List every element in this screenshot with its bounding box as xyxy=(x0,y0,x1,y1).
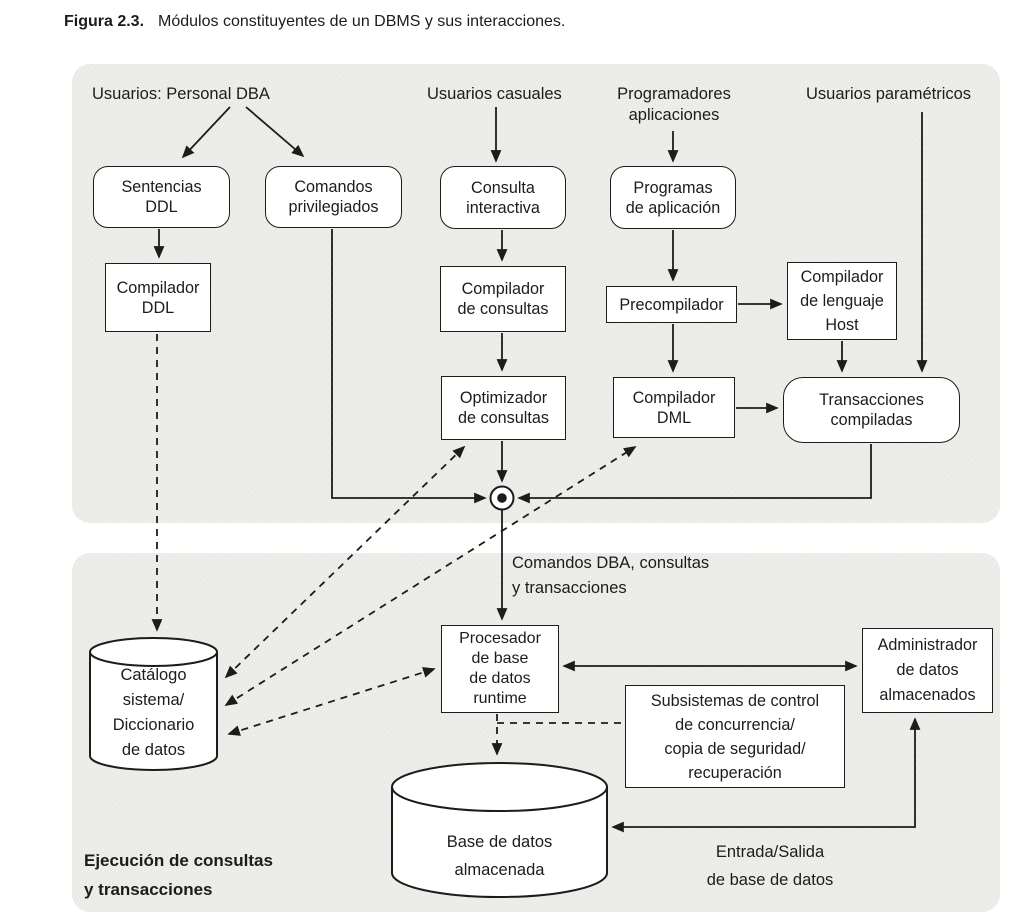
actor-label-programadores: Programadores aplicaciones xyxy=(617,85,731,124)
node-precompilador: Precompilador xyxy=(606,286,737,323)
node-compilador-consultas: Compilador de consultas xyxy=(440,266,566,332)
dashed-arrow-catalogo-compilador-dml xyxy=(224,446,637,706)
edge-label-comandos-dba: Comandos DBA, consultas y transacciones xyxy=(512,554,710,597)
figure-number: Figura 2.3. xyxy=(64,13,145,30)
node-compilador-ddl: Compilador DDL xyxy=(105,263,211,332)
dashed-arrow-catalogo-optimizador xyxy=(224,445,466,679)
base-datos-cylinder-top xyxy=(391,762,608,812)
edge-label-entrada-salida: Entrada/Salida de base de datos xyxy=(706,843,834,889)
store-label-base-datos: Base de datos almacenada xyxy=(446,833,553,879)
arrow-database-io-bidirectional xyxy=(611,717,921,833)
base-datos-cylinder-body xyxy=(391,787,608,898)
node-consulta-interactiva: Consulta interactiva xyxy=(440,166,566,229)
label-ejecucion-consultas: Ejecución de consultas y transacciones xyxy=(84,851,273,899)
figure-caption: Figura 2.3. Módulos constituyentes de un … xyxy=(64,13,565,31)
node-transacciones-compiladas: Transacciones compiladas xyxy=(783,377,960,443)
catalogo-cylinder-top xyxy=(89,637,218,667)
node-programas-aplicacion: Programas de aplicación xyxy=(610,166,736,229)
node-subsistemas-control: Subsistemas de control de concurrencia/ … xyxy=(625,685,845,788)
catalogo-cylinder-body xyxy=(89,652,218,771)
figure-title: Módulos constituyentes de un DBMS y sus … xyxy=(158,13,566,30)
node-comandos-privilegiados: Comandos privilegiados xyxy=(265,166,402,228)
node-administrador-datos: Administrador de datos almacenados xyxy=(862,628,993,713)
arrow-dba-to-sentencias xyxy=(181,106,231,159)
line-transacciones-to-merge-point xyxy=(517,444,872,504)
node-optimizador-consultas: Optimizador de consultas xyxy=(441,376,566,440)
node-compilador-lenguaje-host: Compilador de lenguaje Host xyxy=(787,262,897,340)
actor-label-usuarios-parametricos: Usuarios paramétricos xyxy=(806,85,972,103)
merge-point-dot xyxy=(497,493,507,503)
dashed-arrow-catalogo-procesador xyxy=(227,667,436,736)
node-compilador-dml: Compilador DML xyxy=(613,377,735,438)
arrow-dba-to-comandos xyxy=(245,106,305,158)
actor-label-dba: Usuarios: Personal DBA xyxy=(92,85,270,103)
node-procesador-runtime: Procesador de base de datos runtime xyxy=(441,625,559,713)
store-label-catalogo: Catálogo sistema/ Diccionario de datos xyxy=(112,666,195,759)
actor-label-usuarios-casuales: Usuarios casuales xyxy=(427,85,562,103)
node-sentencias-ddl: Sentencias DDL xyxy=(93,166,230,228)
